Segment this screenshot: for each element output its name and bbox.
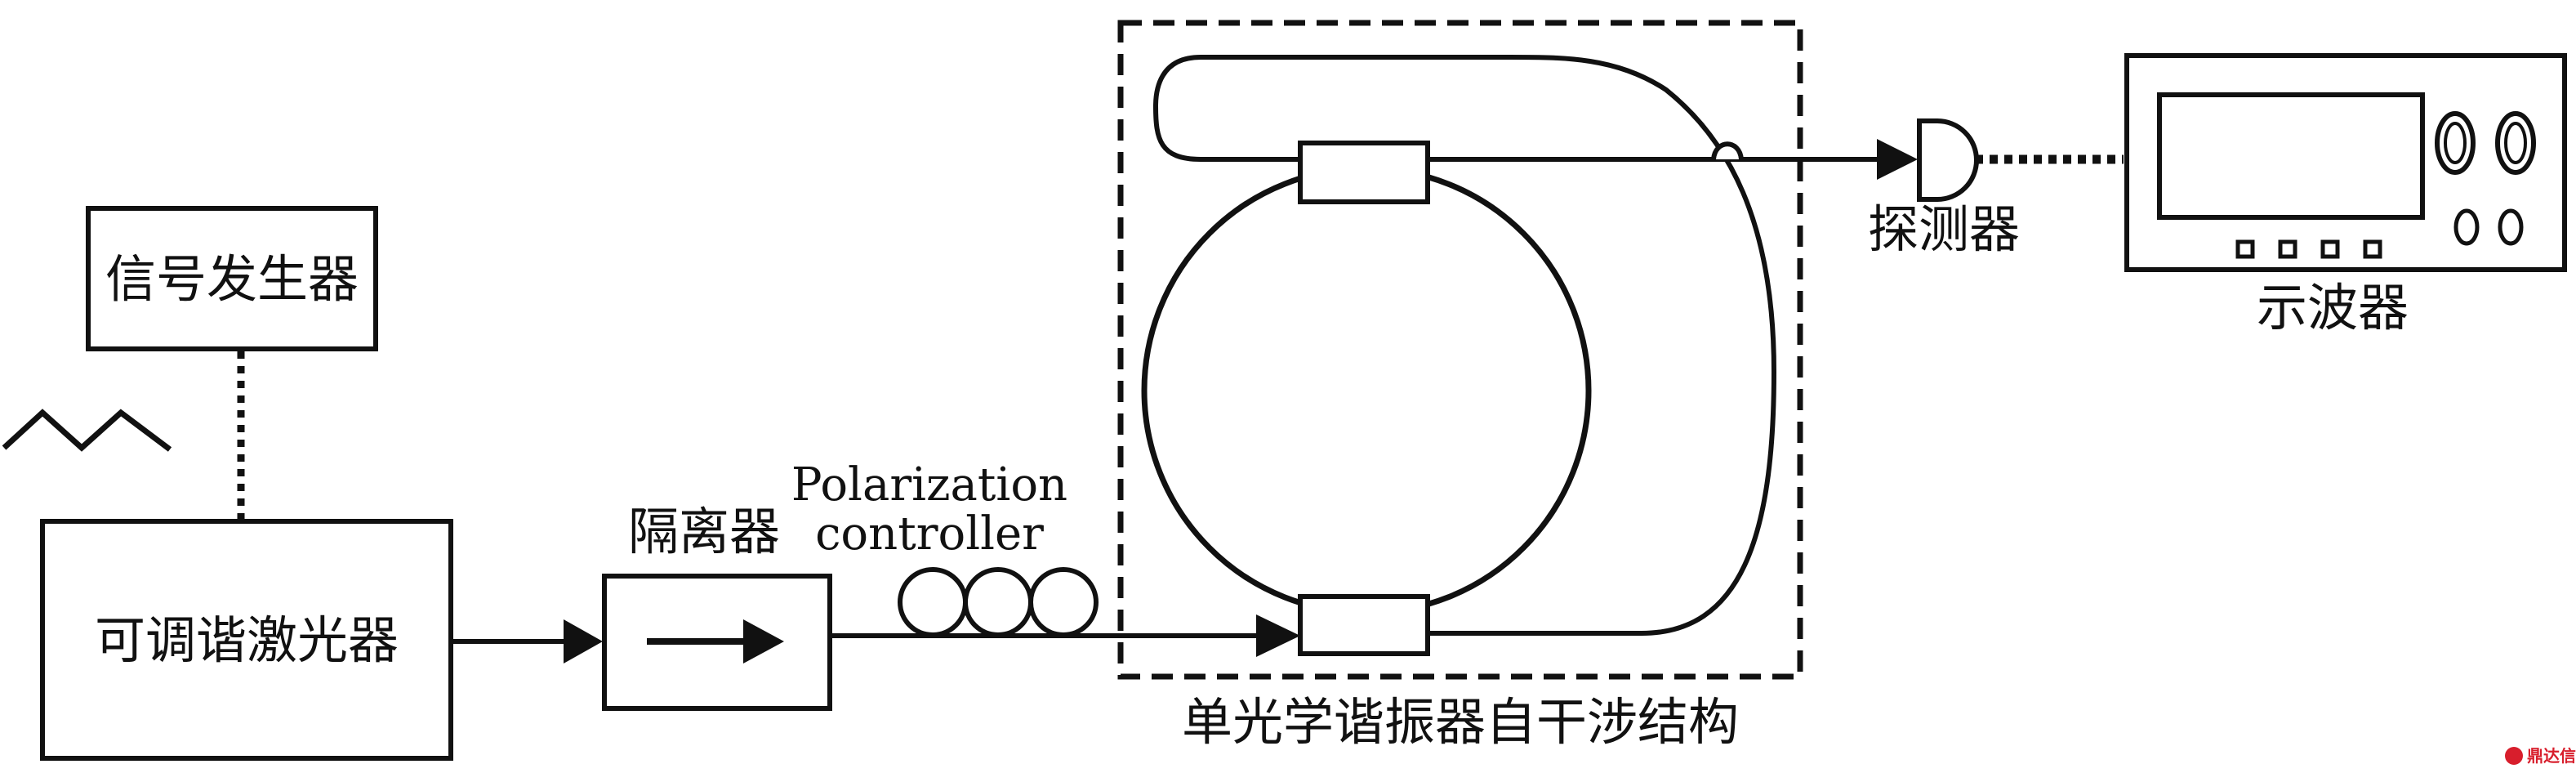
isolator-label: 隔离器: [628, 502, 780, 561]
bottom-coupler: [1298, 594, 1430, 656]
ring-resonator: [1141, 165, 1592, 616]
oscilloscope-screen: [2157, 92, 2425, 220]
fiber-loop: [1152, 55, 1777, 636]
top-coupler: [1298, 141, 1430, 204]
oscilloscope-icon: [2124, 53, 2567, 272]
triangle-wave-icon: [2, 409, 172, 452]
photodetector-icon: [1917, 118, 1979, 202]
polarization-controller-label-line2: controller: [815, 507, 1044, 561]
arrow-right-icon: [743, 619, 784, 664]
polarization-controller-label-line1: Polarization: [791, 458, 1067, 512]
polarization-controller: [898, 567, 1099, 637]
self-interference-structure-boundary: [1117, 20, 1803, 680]
detector-label: 探测器: [1868, 199, 2020, 259]
oscilloscope-label: 示波器: [2257, 278, 2409, 337]
arrow-into-detector: [1877, 139, 1918, 180]
structure-caption: 单光学谐振器自干涉结构: [1182, 692, 1739, 752]
watermark: 鼎达信: [2505, 746, 2576, 766]
signal-generator-label: 信号发生器: [105, 249, 359, 309]
tunable-laser-box: 可调谐激光器: [40, 519, 453, 761]
signal-generator-box: 信号发生器: [86, 206, 378, 351]
arrow-into-coupler: [1256, 614, 1300, 657]
watermark-logo-icon: [2505, 747, 2523, 765]
fiber-crossover: [1711, 141, 1744, 160]
arrow-into-isolator: [564, 619, 603, 664]
watermark-text: 鼎达信: [2527, 746, 2576, 766]
tunable-laser-label: 可调谐激光器: [95, 610, 399, 670]
isolator-box: 隔离器: [602, 502, 832, 711]
